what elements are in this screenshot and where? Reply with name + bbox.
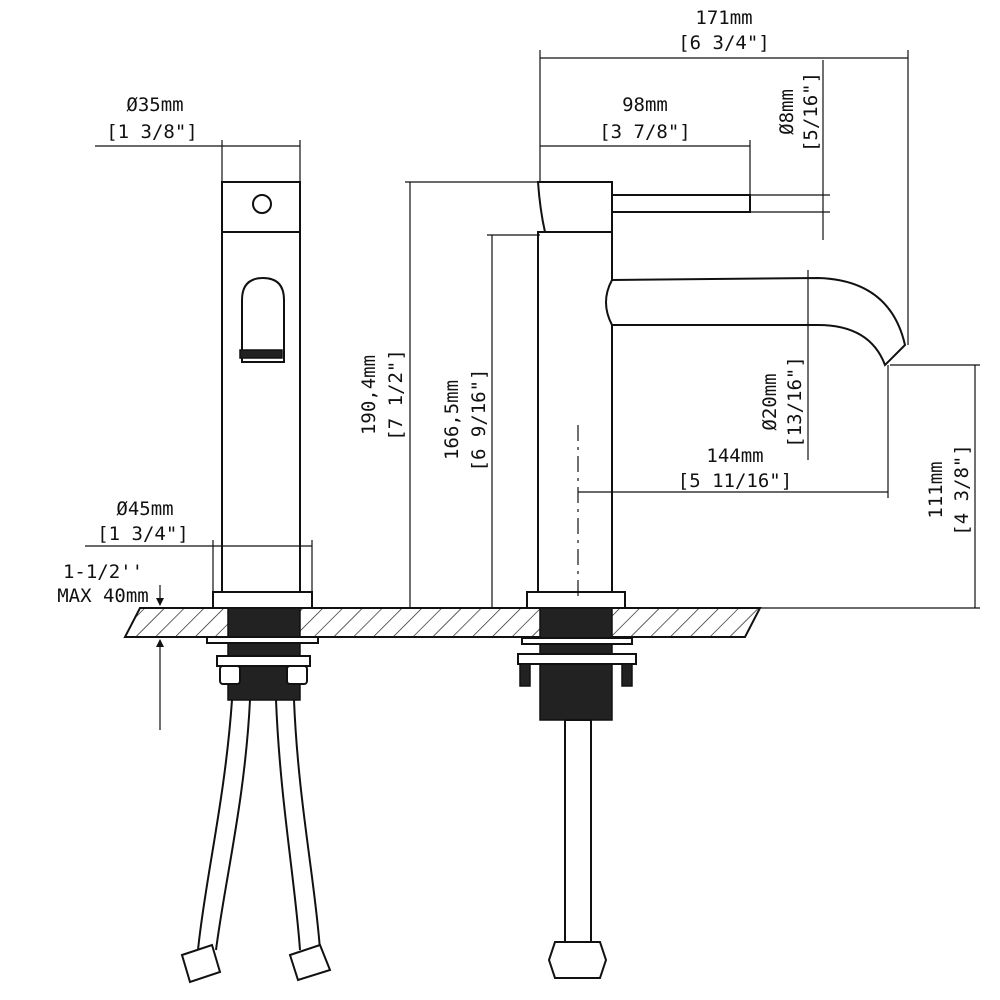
handle-length-inch: [3 7/8"] <box>599 121 691 143</box>
total-height-inch: [7 1/2"] <box>385 349 407 441</box>
side-view-faucet <box>180 181 332 984</box>
base-diameter-mm: Ø45mm <box>116 498 173 520</box>
body-diameter-inch: [1 3/8"] <box>106 121 198 143</box>
handle-length-mm: 98mm <box>622 94 668 116</box>
max-deck-mm: MAX 40mm <box>57 585 149 607</box>
handle-lever <box>611 194 751 213</box>
spout-diameter-inch: [13/16"] <box>784 356 806 448</box>
overall-length-inch: [6 3/4"] <box>678 32 770 54</box>
aerator-slot <box>241 276 285 363</box>
hose-nut <box>547 941 608 979</box>
hose-nut <box>288 943 332 982</box>
hose-nut <box>180 943 222 984</box>
spout-reach-mm: 144mm <box>706 445 763 467</box>
front-view-faucet <box>517 181 907 979</box>
handle-diameter-inch: [5/16"] <box>800 72 822 152</box>
spout-diameter-mm: Ø20mm <box>759 373 781 430</box>
body-height-inch: [6 9/16"] <box>468 369 490 472</box>
dimension-labels: 171mm [6 3/4"] Ø35mm [1 3/8"] 98mm [3 7/… <box>57 7 973 607</box>
total-height-mm: 190,4mm <box>358 355 380 435</box>
handle-diameter-mm: Ø8mm <box>776 89 798 135</box>
spout-height-mm: 111mm <box>925 461 947 518</box>
spout-height-inch: [4 3/8"] <box>951 444 973 536</box>
max-deck-inch: 1-1/2'' <box>63 561 143 583</box>
overall-length-mm: 171mm <box>695 7 752 29</box>
base-diameter-inch: [1 3/4"] <box>97 523 189 545</box>
countertop <box>123 607 762 638</box>
handle-hole-icon <box>252 194 272 214</box>
body-height-mm: 166,5mm <box>441 380 463 460</box>
spout <box>605 276 907 367</box>
dimension-lines <box>85 50 980 730</box>
spout-reach-inch: [5 11/16"] <box>678 470 792 492</box>
body-diameter-mm: Ø35mm <box>126 94 183 116</box>
